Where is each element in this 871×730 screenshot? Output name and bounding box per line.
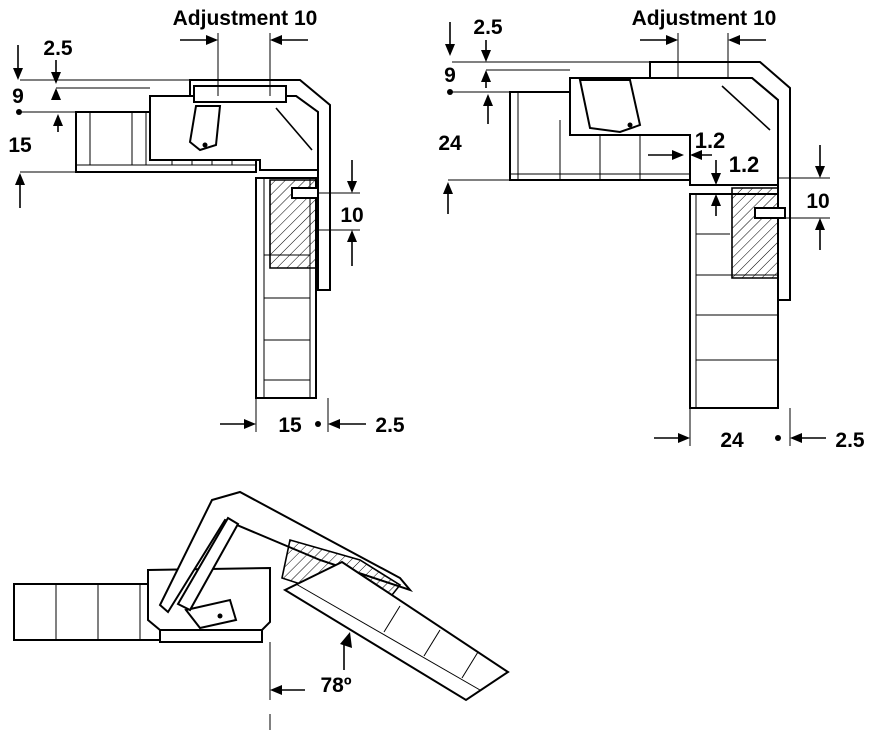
angle-label-c: 78º	[320, 674, 351, 697]
diagram-c: 78º	[13, 490, 510, 730]
datum-dot-b-bottom	[775, 435, 781, 441]
panel-c-opened	[282, 560, 510, 702]
dim-10-right-b: 10	[806, 190, 829, 213]
datum-dot-a	[16, 109, 22, 115]
diagram-a: Adjustment 10 2.5 9 15 10	[8, 7, 405, 437]
dim-2-5-top-a: 2.5	[43, 37, 73, 60]
hinge-a-body	[149, 79, 331, 291]
datum-dot-a-bottom	[315, 421, 321, 427]
dim-1-2-b-b: 1.2	[729, 152, 760, 177]
hinge-b-body	[569, 61, 791, 301]
dim-1-2-a-b: 1.2	[695, 128, 726, 153]
adjustment-label-a: Adjustment 10	[173, 7, 318, 30]
datum-dot-b	[447, 89, 453, 95]
dim-10-right-a: 10	[340, 204, 363, 227]
adjustment-label-b: Adjustment 10	[632, 7, 777, 30]
dim-2-5-bottom-b: 2.5	[835, 429, 865, 452]
dim-24-bottom-b: 24	[720, 429, 744, 452]
dim-2-5-top-b: 2.5	[473, 16, 503, 39]
dim-24-left-b: 24	[438, 132, 462, 155]
dim-15-left-a: 15	[8, 134, 32, 157]
panel-c-horizontal	[13, 583, 165, 641]
dim-15-bottom-a: 15	[278, 414, 302, 437]
dim-9-a: 9	[12, 85, 24, 108]
dim-2-5-bottom-a: 2.5	[375, 414, 405, 437]
dim-9-b: 9	[444, 64, 456, 87]
diagram-b: Adjustment 10 2.5 9 24 1.2 1.2	[438, 7, 865, 452]
